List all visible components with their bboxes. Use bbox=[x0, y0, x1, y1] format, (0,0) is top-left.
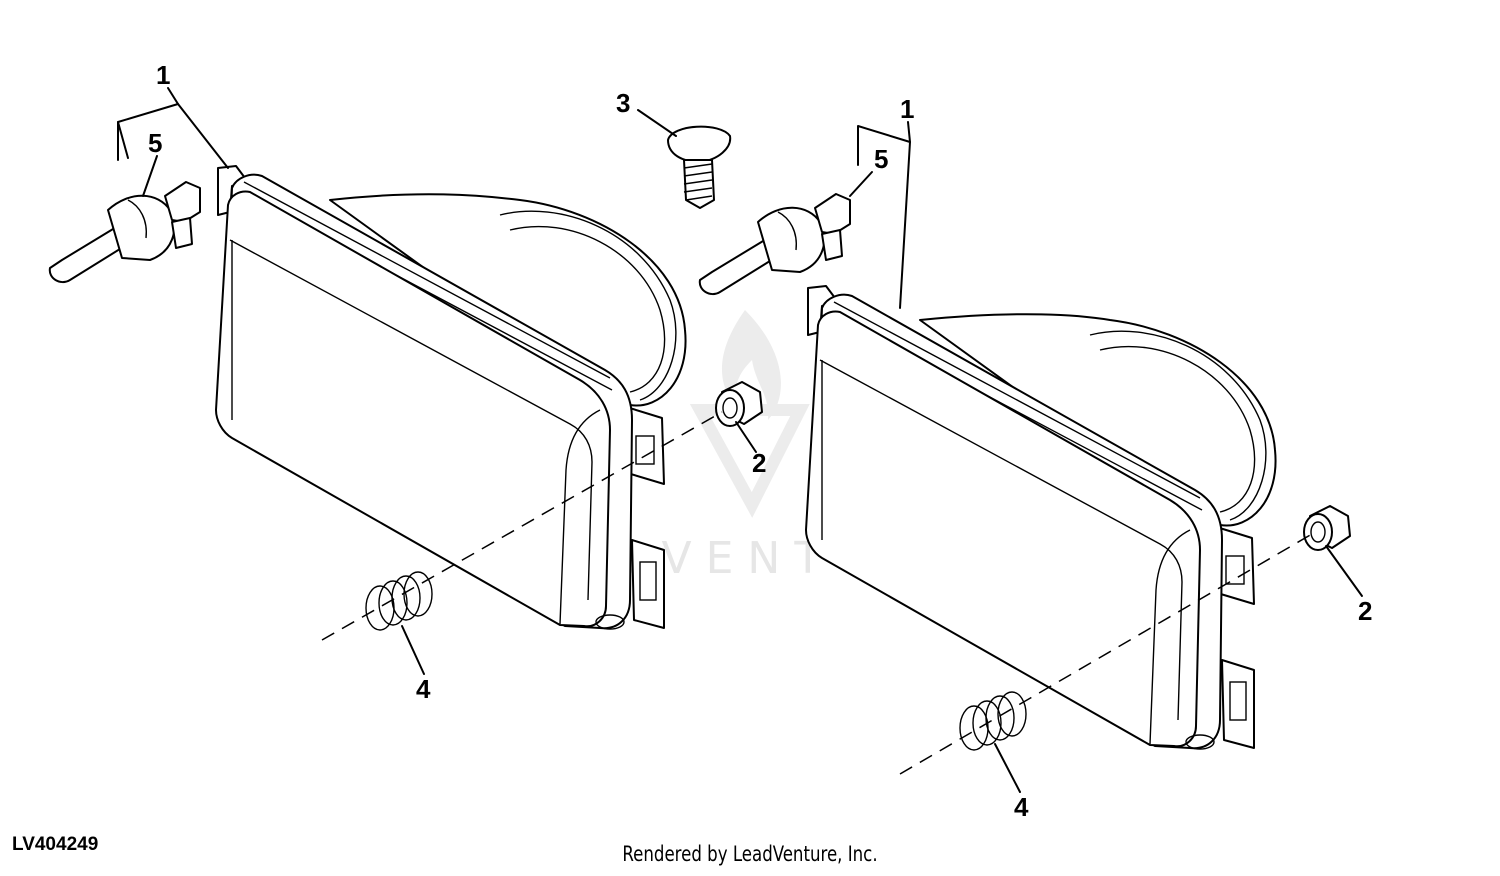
callout-left-spring: 4 bbox=[416, 674, 431, 704]
left-spring bbox=[365, 571, 433, 631]
callout-right-spring: 4 bbox=[1014, 792, 1029, 822]
callout-right-bulb: 5 bbox=[874, 144, 888, 174]
screw bbox=[667, 125, 732, 209]
right-nut bbox=[1303, 505, 1351, 551]
right-spring bbox=[959, 691, 1027, 751]
right-lamp-assembly bbox=[805, 285, 1277, 750]
callout-right-nut: 2 bbox=[1358, 596, 1372, 626]
left-lamp-assembly bbox=[215, 165, 687, 630]
callout-left-bulb: 5 bbox=[148, 128, 162, 158]
alignment-lines bbox=[321, 411, 1313, 775]
figure-code: LV404249 bbox=[12, 834, 99, 855]
callout-right-lamp-assembly: 1 bbox=[900, 94, 914, 124]
right-bulb bbox=[698, 193, 851, 296]
left-nut bbox=[715, 381, 763, 427]
callout-screw: 3 bbox=[616, 88, 630, 118]
leader-lines bbox=[117, 87, 1363, 793]
callout-left-nut: 2 bbox=[752, 448, 766, 478]
callout-left-lamp-assembly: 1 bbox=[156, 60, 170, 90]
credit-text: Rendered by LeadVenture, Inc. bbox=[622, 842, 878, 866]
left-bulb bbox=[48, 181, 201, 284]
